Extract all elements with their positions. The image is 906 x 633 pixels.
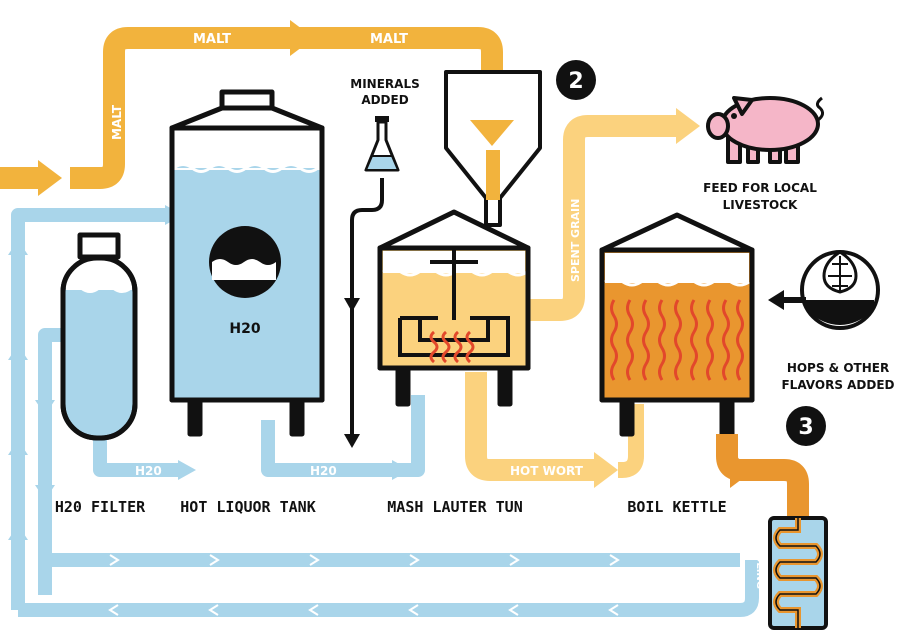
spent-grain-label: SPENT GRAIN xyxy=(569,199,582,282)
hot-liquor-tank-label: HOT LIQUOR TANK xyxy=(180,498,315,516)
step-3-badge: 3 xyxy=(786,406,826,446)
water-loop xyxy=(11,208,759,617)
station-labels: H20 FILTER HOT LIQUOR TANK MASH LAUTER T… xyxy=(55,498,727,516)
malt-label-vertical: MALT xyxy=(110,104,124,140)
cooling-label: COOLING xyxy=(754,538,765,589)
cooling-coil-icon: COOLING xyxy=(754,516,828,630)
boil-kettle-label: BOIL KETTLE xyxy=(627,498,726,516)
kettle-boil-waves xyxy=(610,299,744,381)
hops-label-1: HOPS & OTHER xyxy=(787,361,889,375)
hops-label-2: FLAVORS ADDED xyxy=(781,378,894,392)
water-arrows xyxy=(8,205,410,540)
hot-wort-pipe: HOT WORT xyxy=(465,372,644,488)
flask-icon xyxy=(364,116,400,172)
h2o-pipe-label-2: H20 xyxy=(310,464,337,478)
minerals-group: MINERALS ADDED xyxy=(344,77,420,448)
hot-liquor-tank xyxy=(169,89,325,437)
minerals-label-2: ADDED xyxy=(361,93,408,107)
wort-to-chiller-pipe xyxy=(716,434,809,520)
hopper-icon xyxy=(444,70,542,227)
step-2-badge: 2 xyxy=(556,60,596,100)
minerals-label-1: MINERALS xyxy=(350,77,419,91)
hlt-gauge xyxy=(209,226,281,298)
feed-label-1: FEED FOR LOCAL xyxy=(703,181,817,195)
svg-text:3: 3 xyxy=(798,415,813,440)
hlt-h2o-label: H20 xyxy=(229,321,260,337)
malt-label-2: MALT xyxy=(370,32,408,47)
svg-text:2: 2 xyxy=(568,69,583,94)
feed-label-2: LIVESTOCK xyxy=(723,198,798,212)
malt-label-1: MALT xyxy=(193,32,231,47)
h2o-pipe-label-1: H20 xyxy=(135,464,162,478)
pig-icon xyxy=(706,96,825,164)
heat-coil-icon xyxy=(429,330,475,364)
loop-chevrons xyxy=(108,554,620,616)
h2o-filter-label: H20 FILTER xyxy=(55,498,146,516)
hot-wort-label: HOT WORT xyxy=(510,464,584,478)
spent-grain-pipe: SPENT GRAIN xyxy=(528,108,700,321)
h2o-filter xyxy=(60,232,138,441)
mash-stirrer xyxy=(398,250,510,357)
hop-icon xyxy=(768,250,880,330)
mash-lauter-tun-label: MASH LAUTER TUN xyxy=(387,498,522,516)
